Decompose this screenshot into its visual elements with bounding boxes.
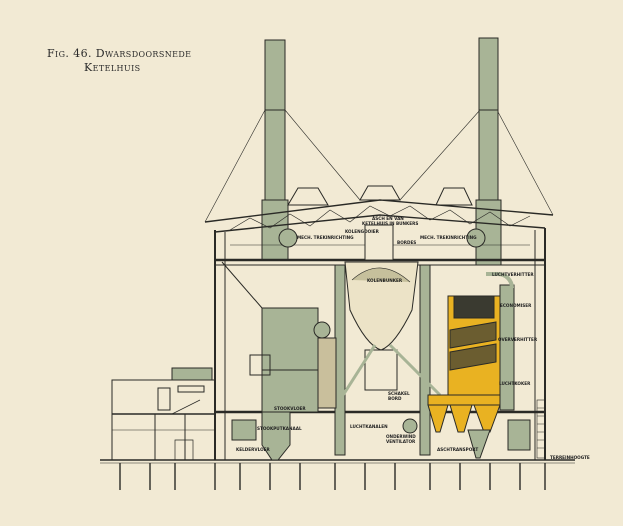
guy-wires bbox=[204, 109, 554, 223]
label-cellar-floor: KELDERVLOER bbox=[236, 447, 271, 452]
label-ash-transport: ASCHTRANSPORT bbox=[437, 447, 478, 452]
roof-skylights bbox=[287, 185, 473, 206]
drawing-labels: ASCH EN VAN KETELHUIS IN BUNKERS KOLENGO… bbox=[236, 216, 590, 460]
coal-bunker bbox=[344, 224, 419, 391]
figure-caption: Fig. 46. Dwarsdoorsnede Ketelhuis bbox=[47, 47, 191, 75]
label-coal-bunker: KOLENBUNKER bbox=[367, 278, 403, 283]
label-stoking-channel: STOOKPUTKANAAL bbox=[257, 426, 302, 431]
figure-title: Fig. 46. Dwarsdoorsnede bbox=[47, 47, 192, 60]
label-switchboard-2: BORD bbox=[388, 396, 402, 401]
draft-fans bbox=[278, 228, 486, 248]
figure-subtitle: Ketelhuis bbox=[84, 61, 141, 74]
right-boiler bbox=[427, 295, 503, 459]
label-air-channels: LUCHTKANALEN bbox=[350, 424, 388, 429]
label-ground-level: TERREINHOOGTE bbox=[550, 455, 590, 460]
label-ash-bunkers: ASCH EN VAN bbox=[372, 216, 404, 221]
label-coal-conveyor: KOLENGOOIER bbox=[345, 229, 380, 234]
label-air-heater: LUCHTVERHITTER bbox=[492, 272, 534, 277]
label-ash-bunkers-2: KETELHUIS IN BUNKERS bbox=[362, 221, 418, 226]
label-economiser: ECONOMISER bbox=[500, 303, 532, 308]
left-boiler bbox=[221, 261, 337, 461]
coal-conveyor-chute bbox=[338, 343, 442, 401]
right-stair bbox=[536, 399, 546, 459]
air-ducts bbox=[402, 272, 531, 451]
low-annex bbox=[111, 367, 216, 461]
label-switchboard: SCHAKEL bbox=[388, 391, 410, 396]
roof-truss bbox=[204, 199, 554, 233]
label-air-duct: LUCHTKOKER bbox=[499, 381, 531, 386]
foundation-piles bbox=[119, 463, 546, 490]
label-fan: ONDERWIND bbox=[386, 434, 416, 439]
label-stoking-floor: STOOKVLOER bbox=[274, 406, 306, 411]
label-platform: BORDES bbox=[397, 240, 416, 245]
label-fan-2: VENTILATOR bbox=[386, 439, 416, 444]
steel-columns bbox=[334, 264, 431, 456]
label-draft-left: MECH. TREKINRICHTING bbox=[297, 235, 354, 240]
label-draft-right: MECH. TREKINRICHTING bbox=[420, 235, 477, 240]
label-superheater: OVERVERHITTER bbox=[498, 337, 538, 342]
